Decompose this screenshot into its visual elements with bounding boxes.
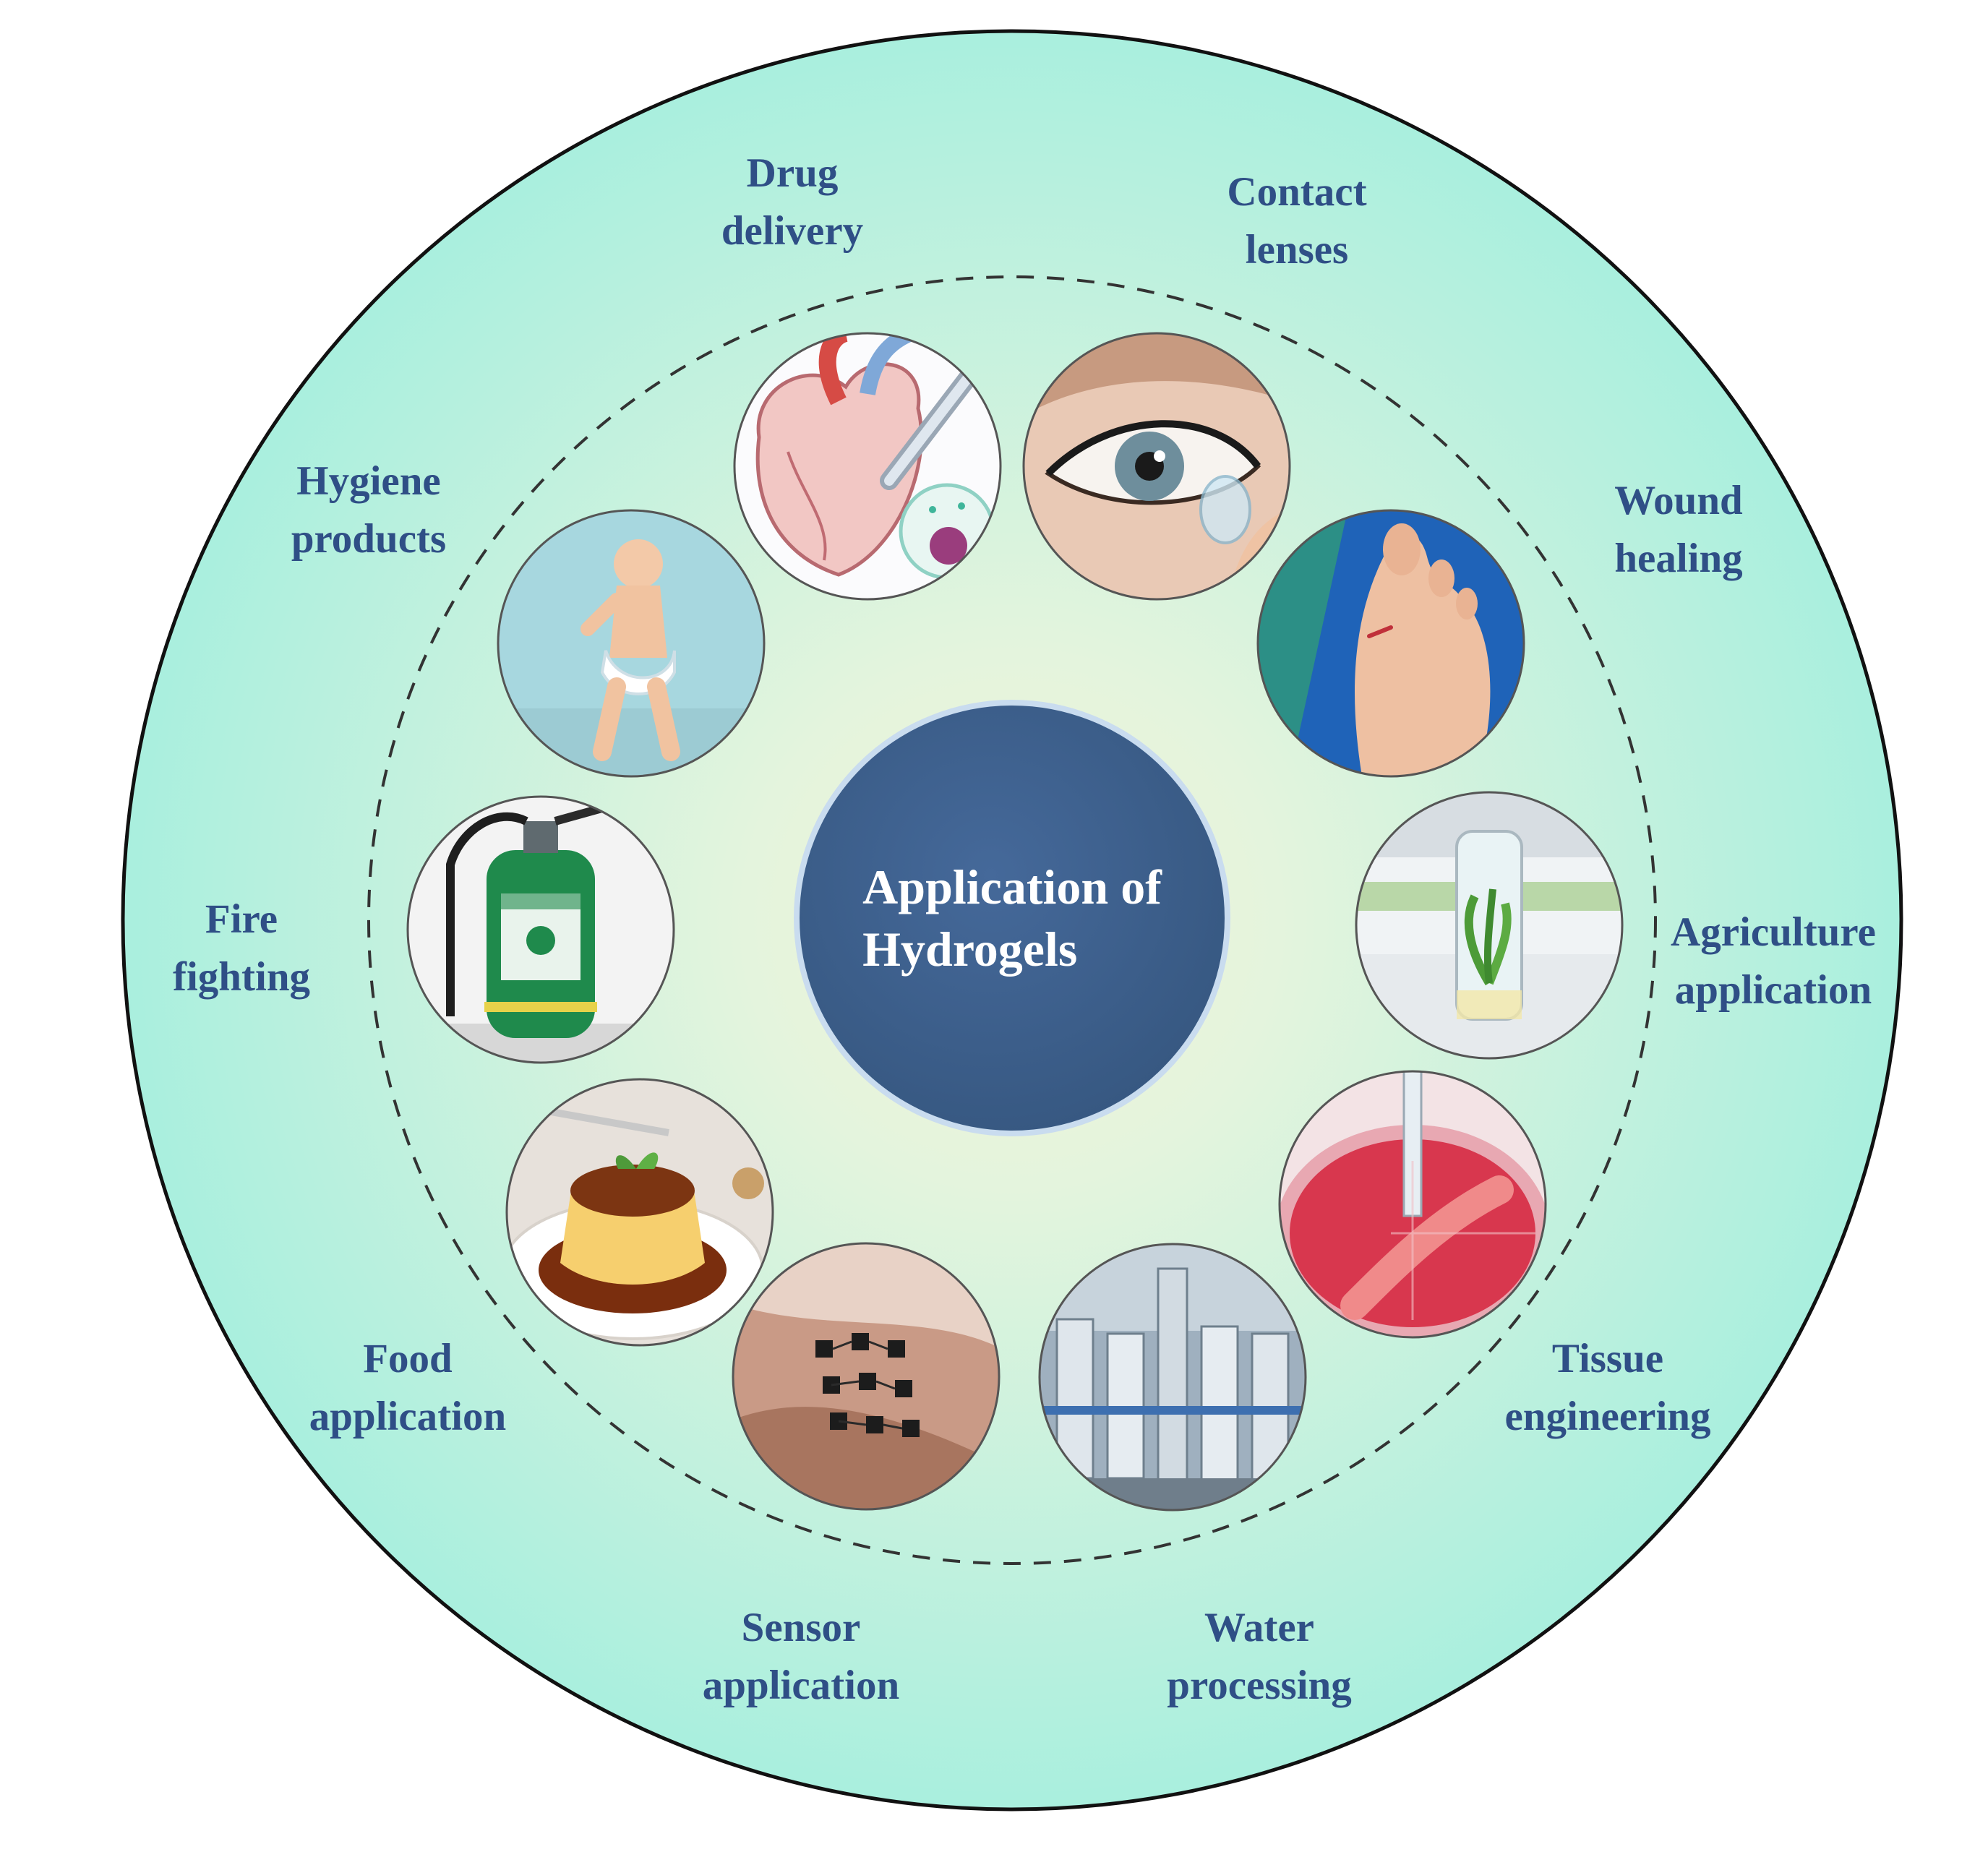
label-line2: engineering (1504, 1394, 1711, 1439)
label-line2: processing (1167, 1663, 1352, 1708)
label-agriculture-application: Agriculture application (1671, 904, 1876, 1019)
label-line1: Hygiene (296, 458, 441, 504)
plant-jar-icon (1355, 791, 1624, 1060)
fire-extinguisher-icon (406, 795, 675, 1064)
label-contact-lenses: Contact lenses (1227, 163, 1366, 279)
application-thumbnails (406, 332, 1624, 1512)
label-line1: Water (1204, 1605, 1314, 1650)
label-line2: delivery (721, 208, 864, 254)
label-line2: application (309, 1394, 507, 1439)
label-water-processing: Water processing (1167, 1599, 1351, 1715)
label-line2: application (1674, 967, 1872, 1013)
label-hygiene-products: Hygiene products (291, 453, 446, 568)
wounded-foot-icon (1256, 509, 1525, 778)
center-title-line1: Application of (862, 859, 1162, 914)
baby-diaper-icon (497, 509, 766, 778)
label-line1: Sensor (741, 1605, 861, 1650)
skin-sensor-icon (732, 1242, 1001, 1511)
label-line1: Contact (1227, 169, 1367, 215)
label-line1: Drug (746, 150, 839, 196)
label-food-application: Food application (309, 1330, 506, 1446)
label-line2: products (291, 516, 447, 562)
label-line2: application (702, 1663, 900, 1708)
label-line1: Wound (1614, 478, 1743, 523)
petri-dish-icon (1278, 1070, 1547, 1339)
label-fire-fighting: Fire fighting (173, 891, 310, 1006)
dashed-orbit (367, 275, 1657, 1565)
label-line2: fighting (172, 954, 311, 1000)
label-tissue-engineering: Tissue engineering (1505, 1330, 1711, 1446)
hub-circle (794, 700, 1230, 1136)
heart-syringe-icon (733, 332, 1002, 601)
label-line1: Agriculture (1671, 909, 1876, 955)
label-line2: lenses (1245, 227, 1349, 273)
label-line1: Food (363, 1336, 453, 1381)
center-title-line2: Hydrogels (862, 922, 1078, 977)
label-sensor-application: Sensor application (703, 1599, 899, 1715)
label-drug-delivery: Drug delivery (721, 145, 863, 260)
pudding-icon (505, 1078, 774, 1347)
label-line1: Tissue (1551, 1336, 1664, 1381)
water-plant-icon (1038, 1243, 1307, 1512)
label-line2: healing (1614, 536, 1743, 581)
label-line1: Fire (205, 896, 278, 942)
eye-lens-icon (1022, 332, 1291, 601)
center-title: Application of Hydrogels (862, 856, 1162, 980)
label-wound-healing: Wound healing (1614, 472, 1742, 588)
